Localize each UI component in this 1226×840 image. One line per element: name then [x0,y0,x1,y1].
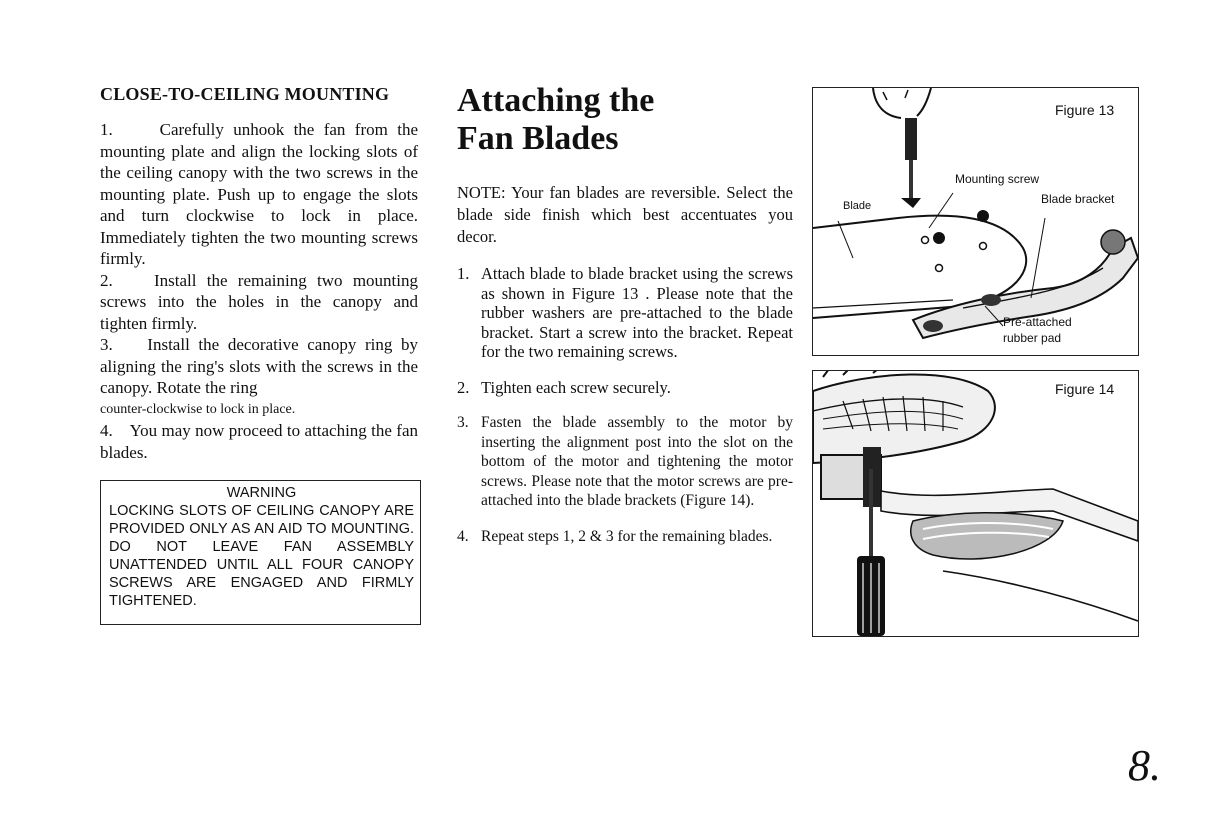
step-text: Attach blade to blade bracket using the … [481,264,793,361]
paragraph-4: 4. You may now proceed to attaching the … [100,420,418,463]
step-number: 3. [457,414,469,431]
middle-column: Attaching the Fan Blades NOTE: Your fan … [457,82,793,562]
callout-rubber-pad: Pre-attached rubber pad [1003,314,1072,346]
step-number: 4. [457,527,469,545]
callout-rubber-pad-line2: rubber pad [1003,331,1062,345]
title-line-2: Fan Blades [457,120,619,157]
step-text: counter-clockwise to lock in place. [100,401,296,417]
step-text: Install the decorative canopy ring by al… [100,335,418,397]
page-number: 8. [1128,741,1161,790]
step-text: Fasten the blade assembly to the motor b… [481,414,793,509]
list-item: 1. Attach blade to blade bracket using t… [457,264,793,362]
figure-14: Figure 14 [812,370,1139,637]
callout-rubber-pad-line1: Pre-attached [1003,315,1072,329]
callout-mounting-screw: Mounting screw [955,172,1040,186]
callout-blade: Blade [843,200,872,212]
figure-14-label: Figure 14 [1055,381,1115,397]
step-number: 2. [457,377,470,397]
warning-title: WARNING [226,485,297,501]
title-line-1: Attaching the [457,82,655,119]
steps-list: 1. Attach blade to blade bracket using t… [457,264,793,546]
paragraph-2: 2. Install the remaining two mounting sc… [100,270,418,335]
step-text: Install the remaining two mounting screw… [100,270,418,333]
step-number: 4. [100,421,113,440]
callout-blade-bracket: Blade bracket [1041,192,1115,206]
step-text: Repeat steps 1, 2 & 3 for the remaining … [481,527,773,545]
step-number: 2. [100,270,113,290]
list-item: 3. Fasten the blade assembly to the moto… [457,413,793,511]
paragraph-3-continued: counter-clockwise to lock in place. [100,399,418,421]
step-text: Carefully unhook the fan from the mounti… [100,120,418,268]
figure-13-label: Figure 13 [1055,102,1115,118]
warning-box: WARNING LOCKING SLOTS OF CEILING CANOPY … [100,480,421,625]
blade-bracket-illustration [813,88,1138,340]
step-text: Tighten each screw securely. [481,377,671,397]
paragraph-1: 1. Carefully unhook the fan from the mou… [100,119,418,270]
page-title: Attaching the Fan Blades [457,82,793,158]
step-text: You may now proceed to attaching the fan… [100,421,418,462]
paragraph-3: 3. Install the decorative canopy ring by… [100,334,418,399]
motor-attachment-illustration [813,371,1138,636]
section-title: CLOSE-TO-CEILING MOUNTING [100,84,390,104]
list-item: 4. Repeat steps 1, 2 & 3 for the remaini… [457,527,793,547]
warning-text: LOCKING SLOTS OF CEILING CANOPY ARE PROV… [109,503,414,609]
list-item: 2. Tighten each screw securely. [457,378,793,398]
step-number: 1. [457,264,470,283]
step-number: 3. [100,335,113,354]
figure-13: Figure 13 Blade Mounting screw Blade bra… [812,87,1139,356]
left-column: CLOSE-TO-CEILING MOUNTING 1. Carefully u… [100,84,418,463]
note-paragraph: NOTE: Your fan blades are reversible. Se… [457,183,793,246]
step-number: 1. [100,120,113,139]
